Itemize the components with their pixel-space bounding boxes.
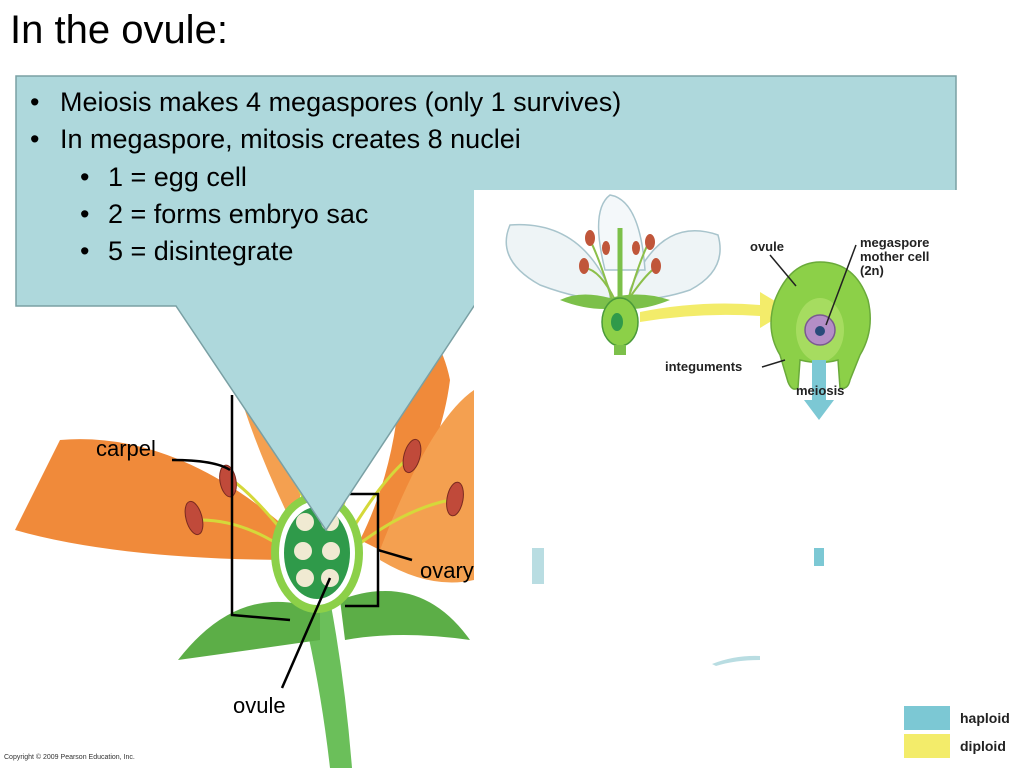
carpel-bracket-tick (171, 458, 231, 472)
flower-petal-far-left (15, 439, 300, 560)
haploid-key-label: haploid (960, 710, 1010, 726)
flower-petal-far-right (380, 390, 474, 583)
ovule-pointer-line (280, 577, 332, 689)
integuments-leader-line (761, 359, 786, 368)
meiosis-arrow-shaft (812, 360, 826, 400)
diploid-key-label: diploid (960, 738, 1006, 754)
ovule-leader-line (769, 254, 797, 287)
meiosis-label: meiosis (796, 383, 845, 398)
lily-flower-illustration (15, 300, 474, 768)
megaspore-leader-line (825, 244, 857, 326)
residual-mark-bottom (712, 655, 760, 666)
megaspore-label-line1: megaspore (860, 235, 930, 250)
ovary-label: ovary (420, 558, 474, 583)
diagram-ovule-label: ovule (750, 239, 784, 254)
callout-bullet-2: In megaspore, mitosis creates 8 nuclei (30, 121, 621, 158)
residual-mark-left (532, 548, 544, 584)
callout-text: Meiosis makes 4 megaspores (only 1 survi… (30, 84, 621, 270)
callout-sub-bullet-1: 1 = egg cell (30, 159, 621, 196)
callout-sub-bullet-2: 2 = forms embryo sac (30, 196, 621, 233)
callout-bullet-1: Meiosis makes 4 megaspores (only 1 survi… (30, 84, 621, 121)
slide-title: In the ovule: (10, 8, 228, 52)
ovary-bracket-tick (377, 548, 413, 562)
meiosis-arrow-head (804, 400, 834, 420)
residual-mark-right (814, 548, 824, 566)
flower-leaf-right (340, 591, 470, 640)
ovule-label: ovule (233, 693, 286, 718)
diploid-swatch (904, 734, 950, 758)
integuments-label: integuments (665, 359, 743, 374)
carpel-bracket (230, 395, 291, 622)
flower-stem (300, 600, 352, 768)
megaspore-label-line3: (2n) (860, 263, 884, 278)
ovary-chamber (284, 507, 350, 599)
carpel-label: carpel (96, 436, 156, 461)
megaspore-label-line2: mother cell (860, 249, 930, 264)
haploid-swatch (904, 706, 950, 730)
transition-arrow (640, 292, 790, 328)
copyright-text: Copyright © 2009 Pearson Education, Inc. (4, 754, 135, 761)
flower-leaf-left (178, 601, 320, 660)
callout-sub-bullet-3: 5 = disintegrate (30, 233, 621, 270)
ovule-cross-section (770, 261, 871, 390)
